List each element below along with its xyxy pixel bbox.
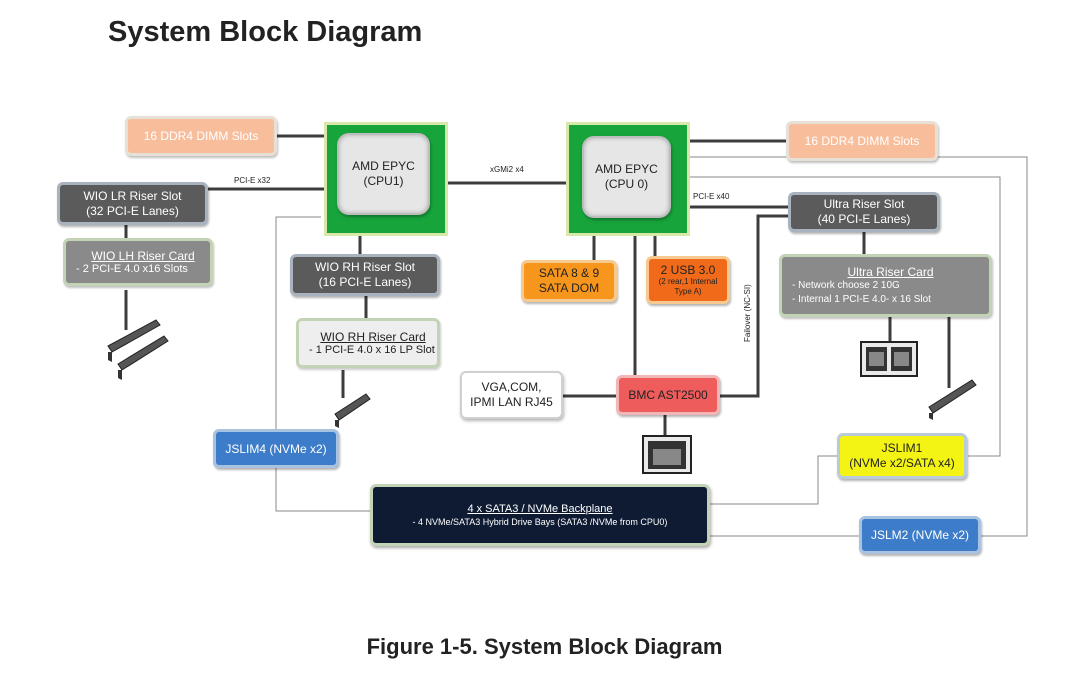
ultra-riser-slot: Ultra Riser Slot (40 PCI-E Lanes) [788, 192, 940, 232]
sata-dom-block: SATA 8 & 9 SATA DOM [521, 260, 617, 302]
backplane-block: 4 x SATA3 / NVMe Backplane - 4 NVMe/SATA… [370, 484, 710, 546]
wio-rh-riser-slot: WIO RH Riser Slot (16 PCI-E Lanes) [290, 254, 440, 296]
jslm2-label: JSLM2 (NVMe x2) [870, 528, 970, 542]
wio-rh-card-title: WIO RH Riser Card [320, 330, 426, 344]
jslim1-connector: JSLIM1 (NVMe x2/SATA x4) [837, 433, 967, 479]
wio-lh-item: - 2 PCI-E 4.0 x16 Slots [76, 263, 188, 275]
wio-lr-lanes: (32 PCI-E Lanes) [86, 203, 179, 218]
pcie-slot-icon [334, 393, 371, 428]
backplane-item: - 4 NVMe/SATA3 Hybrid Drive Bays (SATA3 … [412, 517, 668, 527]
ipmi-lan-label: IPMI LAN RJ45 [470, 395, 553, 409]
rj45-port-icon [642, 435, 692, 474]
usb-count: 2 USB 3.0 [660, 263, 716, 277]
wio-rh-lanes: (16 PCI-E Lanes) [318, 275, 412, 289]
usb-detail-2: Type A) [674, 287, 702, 296]
cpu1-chip: AMD EPYC (CPU1) [337, 133, 430, 215]
cpu0-chip: AMD EPYC (CPU 0) [582, 136, 671, 218]
cpu0-name: AMD EPYC [595, 162, 658, 176]
jslim1-name: JSLIM1 [881, 441, 923, 455]
cpu1-id: (CPU1) [363, 174, 404, 188]
page-title: System Block Diagram [108, 16, 423, 48]
bmc-label: BMC AST2500 [628, 388, 708, 402]
jslim4-label: JSLIM4 (NVMe x2) [225, 441, 327, 456]
cpu0-id: (CPU 0) [604, 177, 649, 191]
wio-lr-riser-slot: WIO LR Riser Slot (32 PCI-E Lanes) [57, 182, 208, 225]
dimm-slots-left-label: 16 DDR4 DIMM Slots [143, 129, 259, 143]
wio-rh-riser-card: WIO RH Riser Card - 1 PCI-E 4.0 x 16 LP … [296, 318, 440, 368]
wio-lh-riser-card: WIO LH Riser Card - 2 PCI-E 4.0 x16 Slot… [63, 238, 213, 286]
sata-ports: SATA 8 & 9 [538, 266, 600, 280]
jslm2-connector: JSLM2 (NVMe x2) [859, 516, 981, 554]
ultra-card-title: Ultra Riser Card [847, 264, 934, 279]
dimm-slots-right: 16 DDR4 DIMM Slots [786, 121, 938, 161]
wio-rh-card-item: - 1 PCI-E 4.0 x 16 LP Slot [309, 344, 435, 356]
xgmi-label: xGMi2 x4 [490, 165, 524, 174]
dimm-slots-right-label: 16 DDR4 DIMM Slots [804, 134, 920, 148]
wio-rh-name: WIO RH Riser Slot [314, 260, 415, 274]
vga-com-lan-block: VGA,COM, IPMI LAN RJ45 [460, 371, 563, 419]
pcie-slot-icon [928, 379, 977, 420]
usb-block: 2 USB 3.0 (2 rear,1 Internal Type A) [646, 256, 730, 304]
pcie-slot-icon [107, 319, 169, 380]
sata-dom: SATA DOM [538, 281, 600, 295]
ultra-slot-lanes: (40 PCI-E Lanes) [817, 212, 911, 226]
pcie-x40-label: PCI-E x40 [693, 192, 730, 201]
jslim4-connector: JSLIM4 (NVMe x2) [213, 429, 339, 468]
failover-label: Failover (NC-SI) [743, 284, 752, 342]
ultra-card-item-network: - Network choose 2 10G [792, 279, 900, 291]
bmc-block: BMC AST2500 [616, 375, 720, 415]
vga-com-label: VGA,COM, [481, 380, 542, 394]
pcie-x32-label: PCI-E x32 [234, 176, 271, 185]
dual-rj45-port-icon [860, 341, 918, 377]
usb-detail-1: (2 rear,1 Internal [658, 277, 718, 286]
ultra-slot-name: Ultra Riser Slot [823, 197, 905, 211]
dimm-slots-left: 16 DDR4 DIMM Slots [125, 116, 277, 156]
cpu1-name: AMD EPYC [352, 159, 415, 173]
figure-caption: Figure 1-5. System Block Diagram [366, 634, 723, 659]
wio-lh-title: WIO LH Riser Card [91, 249, 195, 263]
wio-lr-name: WIO LR Riser Slot [83, 188, 182, 203]
ultra-card-item-pcie: - Internal 1 PCI-E 4.0- x 16 Slot [792, 293, 931, 305]
jslim1-detail: (NVMe x2/SATA x4) [849, 456, 955, 470]
ultra-riser-card: Ultra Riser Card - Network choose 2 10G … [779, 254, 992, 317]
backplane-title: 4 x SATA3 / NVMe Backplane [467, 503, 613, 515]
